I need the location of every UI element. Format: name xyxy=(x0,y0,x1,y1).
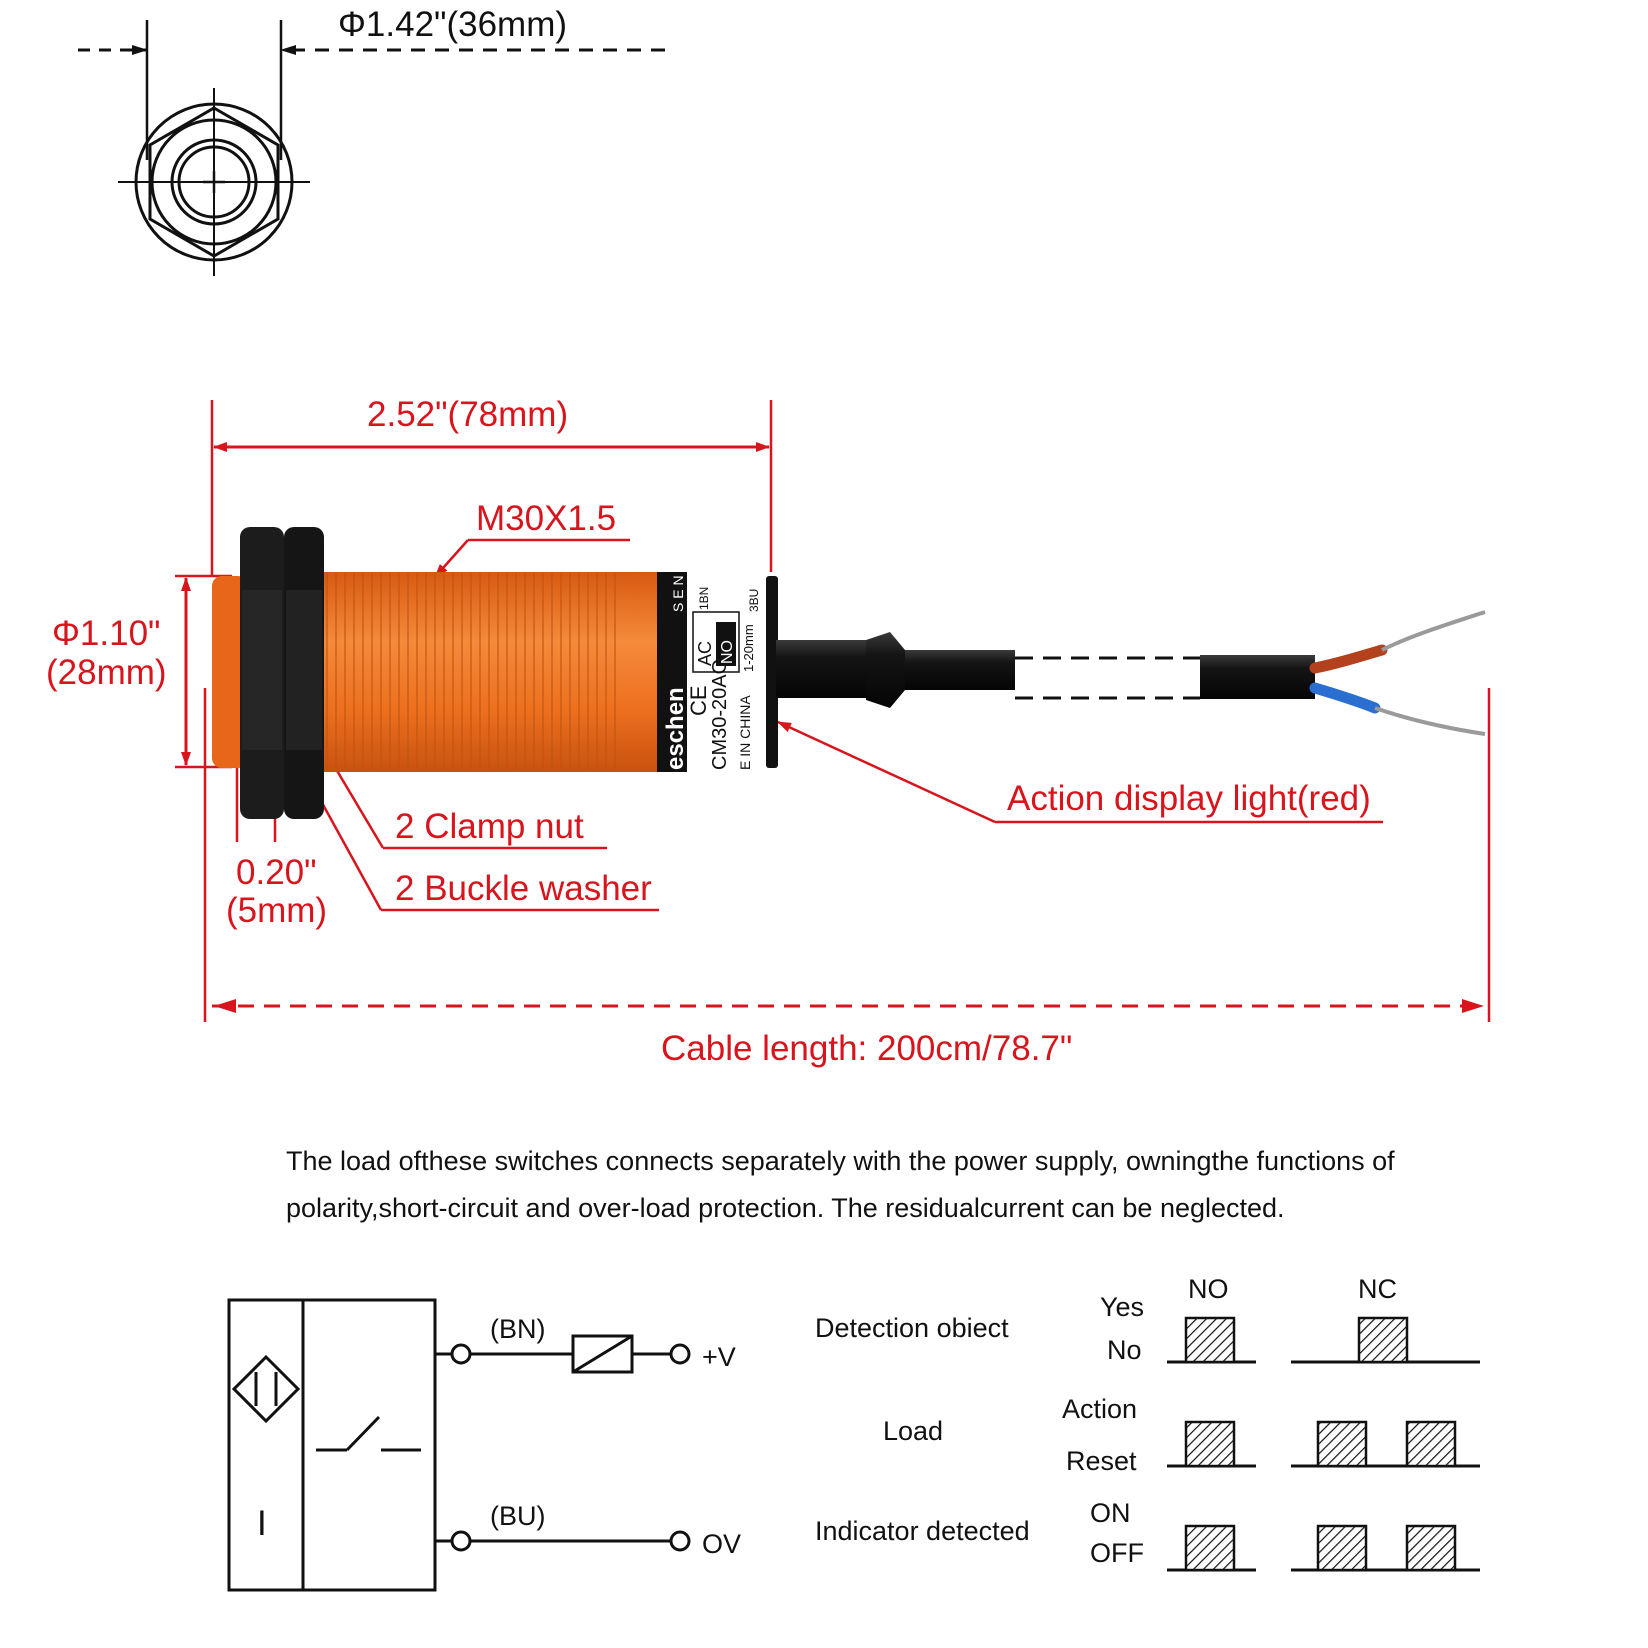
sensor-label-black-strip xyxy=(657,572,687,772)
diameter-label-line2: (28mm) xyxy=(46,653,167,692)
washer-thickness-line1: 0.20" xyxy=(236,853,317,892)
cable-strain-relief xyxy=(776,640,866,698)
timing-pulse-nc-load-2 xyxy=(1405,1420,1457,1468)
switch-contact-blade xyxy=(345,1415,381,1452)
top-view: Φ1.42"(36mm) xyxy=(78,5,665,276)
wire-blue-strands xyxy=(1374,706,1486,736)
cable-segment-2 xyxy=(1200,655,1315,699)
sensor-face xyxy=(212,576,248,768)
timing-row-low-indicator: OFF xyxy=(1090,1538,1144,1568)
circuit-sensor-box xyxy=(227,1298,437,1592)
sensor-series-text: S E N xyxy=(670,575,686,612)
thread-label: M30X1.5 xyxy=(476,499,616,538)
sensor-symbol-current: I xyxy=(257,1504,267,1543)
clamp-nut-2-face xyxy=(286,590,322,750)
zero-v-terminal xyxy=(669,1530,691,1552)
indicator-label: Action display light(red) xyxy=(1007,779,1371,818)
thread-leader xyxy=(434,539,469,578)
sensor-no-text: NO xyxy=(719,640,736,664)
diameter-label-line1: Φ1.10" xyxy=(52,614,160,653)
wire-blue xyxy=(1309,682,1381,714)
timing-row-low-load: Reset xyxy=(1066,1446,1137,1476)
timing-row-label-indicator: Indicator detected xyxy=(815,1516,1030,1546)
plus-v-label: +V xyxy=(702,1342,736,1372)
length-label: 2.52"(78mm) xyxy=(367,395,568,434)
bu-terminal xyxy=(450,1530,472,1552)
timing-row-high-detection: Yes xyxy=(1100,1292,1144,1322)
load-symbol-diagonal xyxy=(572,1334,633,1374)
timing-pulse-nc-indicator-2 xyxy=(1405,1524,1457,1572)
wire-brown-strands xyxy=(1381,610,1486,652)
cable-dim-arrow-left xyxy=(214,999,236,1013)
sensor-symbol-diamond xyxy=(231,1354,301,1424)
timing-pulse-nc-detection xyxy=(1357,1316,1409,1364)
washer-thickness-line2: (5mm) xyxy=(226,891,327,930)
plus-v-terminal xyxy=(669,1343,691,1365)
indicator-leader xyxy=(777,720,996,824)
timing-col-no: NO xyxy=(1188,1274,1229,1304)
cable-segment-1 xyxy=(905,650,1015,690)
sensor-illustration: eschen S E N CM30-20AO E IN CHINA CE AC … xyxy=(212,527,1486,819)
top-view-diameter-label: Φ1.42"(36mm) xyxy=(338,5,567,44)
clamp-nut-label: 2 Clamp nut xyxy=(395,807,584,846)
sensor-pin1-text: 1BN xyxy=(697,587,711,610)
cable-length-label: Cable length: 200cm/78.7" xyxy=(661,1029,1072,1068)
description-text: The load ofthese switches connects separ… xyxy=(286,1138,1536,1232)
sensor-ac-text: AC xyxy=(695,641,715,666)
sensor-end-cap xyxy=(766,576,778,768)
timing-row-high-indicator: ON xyxy=(1090,1498,1131,1528)
timing-col-nc: NC xyxy=(1358,1274,1397,1304)
bn-label: (BN) xyxy=(490,1314,546,1344)
sensor-spec-no-box xyxy=(716,622,736,666)
wire-brown xyxy=(1309,644,1388,674)
timing-pulse-no-indicator xyxy=(1184,1524,1236,1572)
cable-boot xyxy=(866,632,905,708)
cable-dim-arrow-right xyxy=(1462,999,1484,1013)
sensor-spec-box xyxy=(692,611,740,673)
timing-pulse-no-load xyxy=(1184,1420,1236,1468)
description-line-2: polarity,short-circuit and over-load pro… xyxy=(286,1193,1285,1223)
sensor-made-in-text: E IN CHINA xyxy=(737,695,753,770)
timing-row-label-load: Load xyxy=(883,1416,943,1446)
clamp-nut-1-face xyxy=(242,590,282,750)
timing-pulse-no-detection xyxy=(1184,1316,1236,1364)
sensor-threads xyxy=(300,572,680,772)
sensor-range-text: 1-20mm xyxy=(741,624,756,672)
side-view-dimensions: 2.52"(78mm) M30X1.5 Φ1.10" (28mm) 0.20" … xyxy=(46,395,1491,1068)
timing-pulse-nc-indicator-1 xyxy=(1316,1524,1368,1572)
description-line-1: The load ofthese switches connects separ… xyxy=(286,1146,1395,1176)
sensor-pin3-text: 3BU xyxy=(747,589,761,612)
timing-row-high-load: Action xyxy=(1062,1394,1137,1424)
zero-v-label: OV xyxy=(702,1529,741,1559)
timing-row-label-detection: Detection obiect xyxy=(815,1313,1009,1343)
ce-mark: CE xyxy=(686,685,711,716)
timing-pulse-nc-load-1 xyxy=(1316,1420,1368,1468)
circuit-diagram: I (BN) +V (BU) OV xyxy=(227,1298,741,1592)
sensor-model-text: CM30-20AO xyxy=(709,659,731,770)
bu-label: (BU) xyxy=(490,1501,546,1531)
bn-terminal xyxy=(450,1343,472,1365)
washer-label: 2 Buckle washer xyxy=(395,869,652,908)
timing-row-low-detection: No xyxy=(1107,1335,1142,1365)
timing-table: NO NC Detection obiect Yes No Load Actio… xyxy=(815,1274,1480,1572)
sensor-brand-text: eschen xyxy=(662,687,689,770)
